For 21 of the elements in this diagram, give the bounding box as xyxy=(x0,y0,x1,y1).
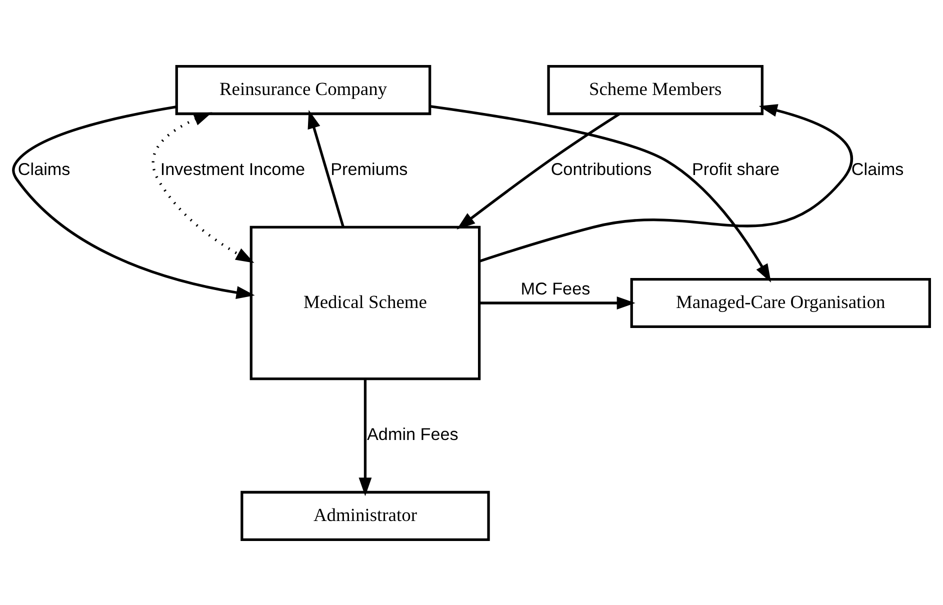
node-box: Administrator xyxy=(240,490,490,541)
arrow xyxy=(456,112,620,229)
edge-label: Premiums xyxy=(330,158,408,178)
node-box: Managed-Care Organisation xyxy=(630,277,931,328)
edge-label: Claims xyxy=(851,158,904,178)
arrow xyxy=(152,112,254,262)
node-box: Medical Scheme xyxy=(250,225,481,380)
node-box: Reinsurance Company xyxy=(175,64,432,115)
edge-label: MC Fees xyxy=(520,278,590,298)
node-box: Scheme Members xyxy=(547,64,764,115)
edge-label: Investment Income xyxy=(160,158,306,178)
edge-label: Claims xyxy=(18,158,70,178)
edge-label: Contributions xyxy=(550,158,652,178)
arrow xyxy=(12,104,255,298)
arrow xyxy=(308,110,345,228)
edge-label: Profit share xyxy=(692,158,780,178)
arrow xyxy=(479,104,853,262)
edge-label: Admin Fees xyxy=(367,424,458,444)
arrow xyxy=(358,378,372,496)
arrow xyxy=(480,296,636,309)
arrow xyxy=(430,104,772,282)
